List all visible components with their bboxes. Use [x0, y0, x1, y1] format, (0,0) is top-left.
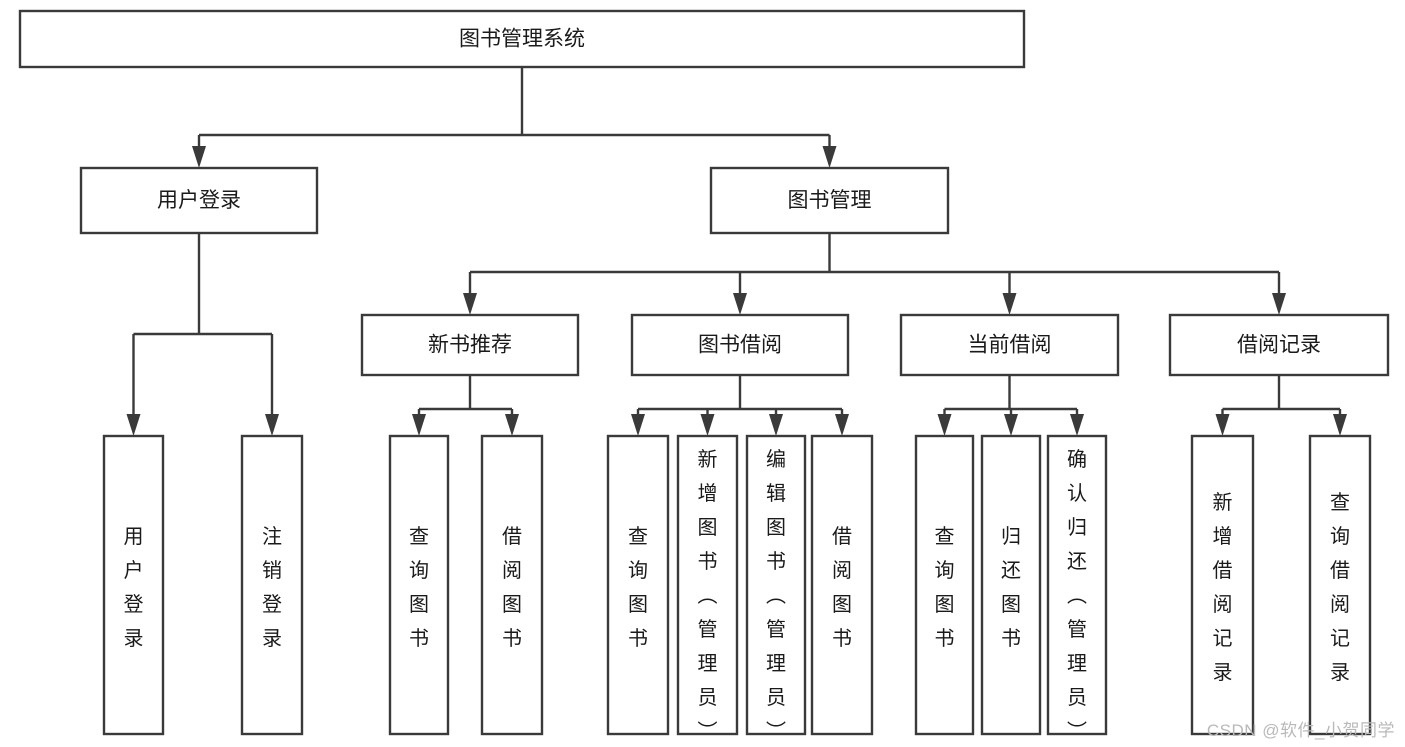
arrow-head-icon-leaf-logout-login	[265, 414, 279, 436]
leaf-node-leaf-confirm-return-box[interactable]	[1046, 434, 1108, 736]
leaf-node-leaf-edit-book-label: 编辑图书︵管理员︶	[766, 448, 786, 743]
arrow-head-icon-leaf-borrow-book-1	[505, 414, 519, 436]
leaf-node-leaf-query-book-2-box[interactable]	[606, 434, 670, 736]
node-book-borrow-box[interactable]	[630, 313, 850, 377]
root-node-book-management-system-label: 图书管理系统	[459, 28, 585, 51]
root-node-book-management-system[interactable]: 图书管理系统	[18, 9, 1026, 69]
leaf-node-leaf-query-record[interactable]: 查询借阅记录	[1308, 434, 1372, 736]
leaf-node-leaf-query-book-3[interactable]: 查询图书	[914, 434, 975, 736]
leaf-node-leaf-user-login[interactable]: 用户登录	[102, 434, 165, 736]
leaf-node-leaf-query-book-1-label: 查询图书	[409, 525, 429, 650]
node-book-borrow[interactable]: 图书借阅	[630, 313, 850, 377]
node-current-borrow-label: 当前借阅	[968, 334, 1052, 357]
node-user-login-box[interactable]	[79, 166, 319, 235]
node-book-manage-label: 图书管理	[788, 189, 872, 212]
arrow-head-icon-user-login	[192, 146, 206, 168]
node-user-login[interactable]: 用户登录	[79, 166, 319, 235]
node-book-manage-box[interactable]	[709, 166, 950, 235]
node-user-login-label: 用户登录	[157, 189, 241, 212]
leaf-node-leaf-user-login-box[interactable]	[102, 434, 165, 736]
arrow-head-icon-book-borrow	[733, 293, 747, 315]
leaf-node-leaf-confirm-return[interactable]: 确认归还︵管理员︶	[1046, 434, 1108, 743]
root-node-book-management-system-box[interactable]	[18, 9, 1026, 69]
leaf-node-leaf-query-book-2[interactable]: 查询图书	[606, 434, 670, 736]
leaf-node-leaf-edit-book[interactable]: 编辑图书︵管理员︶	[745, 434, 807, 743]
leaf-node-leaf-return-book-box[interactable]	[980, 434, 1042, 736]
arrow-head-icon-borrow-record	[1272, 293, 1286, 315]
node-book-manage[interactable]: 图书管理	[709, 166, 950, 235]
leaf-node-leaf-logout-login-label: 注销登录	[262, 525, 282, 650]
arrow-head-icon-current-borrow	[1002, 293, 1017, 315]
leaf-node-leaf-borrow-book-2[interactable]: 借阅图书	[810, 434, 874, 736]
arrow-head-icon-leaf-user-login	[126, 414, 141, 436]
leaf-node-leaf-borrow-book-2-box[interactable]	[810, 434, 874, 736]
node-new-book-recommend[interactable]: 新书推荐	[360, 313, 580, 377]
arrow-head-icon-leaf-edit-book	[769, 414, 783, 436]
arrow-head-icon-leaf-borrow-book-2	[835, 414, 849, 436]
leaf-node-leaf-query-book-2-label: 查询图书	[628, 525, 648, 650]
leaf-node-leaf-query-book-1[interactable]: 查询图书	[388, 434, 450, 736]
leaf-node-leaf-return-book[interactable]: 归还图书	[980, 434, 1042, 736]
leaf-node-leaf-add-record[interactable]: 新增借阅记录	[1190, 434, 1255, 736]
leaf-node-leaf-query-record-box[interactable]	[1308, 434, 1372, 736]
arrow-head-icon-book-manage	[822, 146, 837, 168]
leaf-node-leaf-borrow-book-1-box[interactable]	[480, 434, 544, 736]
leaf-node-leaf-borrow-book-2-label: 借阅图书	[832, 525, 852, 650]
leaf-node-leaf-add-record-label: 新增借阅记录	[1213, 491, 1233, 684]
leaf-node-leaf-logout-login[interactable]: 注销登录	[240, 434, 304, 736]
arrow-head-icon-leaf-query-book-3	[937, 414, 952, 436]
node-borrow-record-label: 借阅记录	[1237, 334, 1321, 357]
node-borrow-record[interactable]: 借阅记录	[1168, 313, 1390, 377]
leaf-node-leaf-confirm-return-label: 确认归还︵管理员︶	[1067, 448, 1087, 743]
leaf-node-leaf-return-book-label: 归还图书	[1001, 525, 1021, 650]
leaf-node-leaf-query-record-label: 查询借阅记录	[1330, 491, 1350, 684]
connectors-layer	[126, 67, 1347, 436]
leaf-node-leaf-borrow-book-1[interactable]: 借阅图书	[480, 434, 544, 736]
leaf-node-leaf-add-book-label: 新增图书︵管理员︶	[698, 448, 718, 743]
leaf-node-leaf-logout-login-box[interactable]	[240, 434, 304, 736]
arrow-head-icon-leaf-add-book	[700, 414, 715, 436]
arrow-head-icon-leaf-return-book	[1004, 414, 1018, 436]
arrow-head-icon-leaf-query-record	[1333, 414, 1347, 436]
leaf-node-leaf-borrow-book-1-label: 借阅图书	[502, 525, 522, 650]
arrow-head-icon-new-book-recommend	[463, 293, 477, 315]
arrow-head-icon-leaf-add-record	[1215, 414, 1230, 436]
arrow-head-icon-leaf-query-book-2	[631, 414, 645, 436]
leaf-node-leaf-user-login-label: 用户登录	[124, 526, 144, 650]
node-book-borrow-label: 图书借阅	[698, 334, 782, 357]
nodes-layer: 图书管理系统用户登录图书管理新书推荐图书借阅当前借阅借阅记录用户登录注销登录查询…	[18, 9, 1390, 743]
leaf-node-leaf-query-book-3-label: 查询图书	[935, 525, 955, 650]
leaf-node-leaf-add-record-box[interactable]	[1190, 434, 1255, 736]
leaf-node-leaf-query-book-1-box[interactable]	[388, 434, 450, 736]
node-borrow-record-box[interactable]	[1168, 313, 1390, 377]
arrow-head-icon-leaf-confirm-return	[1070, 414, 1084, 436]
arrow-head-icon-leaf-query-book-1	[412, 414, 426, 436]
node-new-book-recommend-box[interactable]	[360, 313, 580, 377]
node-current-borrow[interactable]: 当前借阅	[899, 313, 1120, 377]
leaf-node-leaf-add-book[interactable]: 新增图书︵管理员︶	[676, 434, 739, 743]
leaf-node-leaf-query-book-3-box[interactable]	[914, 434, 975, 736]
node-new-book-recommend-label: 新书推荐	[428, 334, 512, 357]
leaf-node-leaf-add-book-box[interactable]	[676, 434, 739, 736]
node-current-borrow-box[interactable]	[899, 313, 1120, 377]
leaf-node-leaf-edit-book-box[interactable]	[745, 434, 807, 736]
